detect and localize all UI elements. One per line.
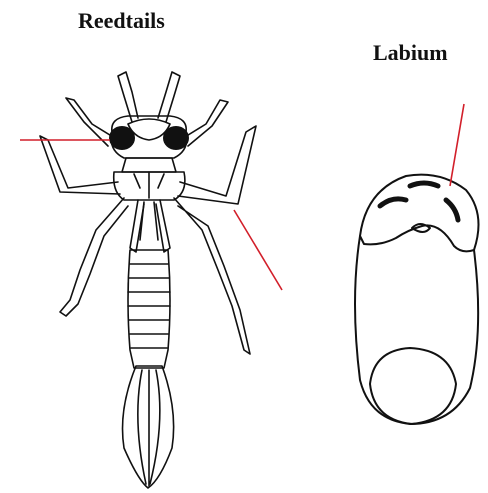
labium-mentum-base [370, 348, 456, 424]
prothorax [122, 158, 176, 172]
right-eye [163, 126, 189, 150]
labium-pointer-line [450, 104, 464, 186]
labium-drawing [355, 175, 479, 424]
hind-right-leg [174, 198, 250, 354]
compound-eyes [109, 126, 189, 150]
middle-left-leg [40, 136, 120, 194]
left-eye [109, 126, 135, 150]
abdomen [128, 250, 170, 368]
labium-palps [360, 175, 479, 252]
right-antenna [158, 72, 180, 122]
middle-right-leg [178, 126, 256, 204]
hind-left-leg [60, 198, 128, 316]
left-antenna [118, 72, 138, 122]
caudal-gills [123, 366, 174, 488]
right-wing-pad [156, 200, 170, 252]
leg-pointer-line [234, 210, 282, 290]
reedtail-nymph-drawing [40, 72, 256, 488]
